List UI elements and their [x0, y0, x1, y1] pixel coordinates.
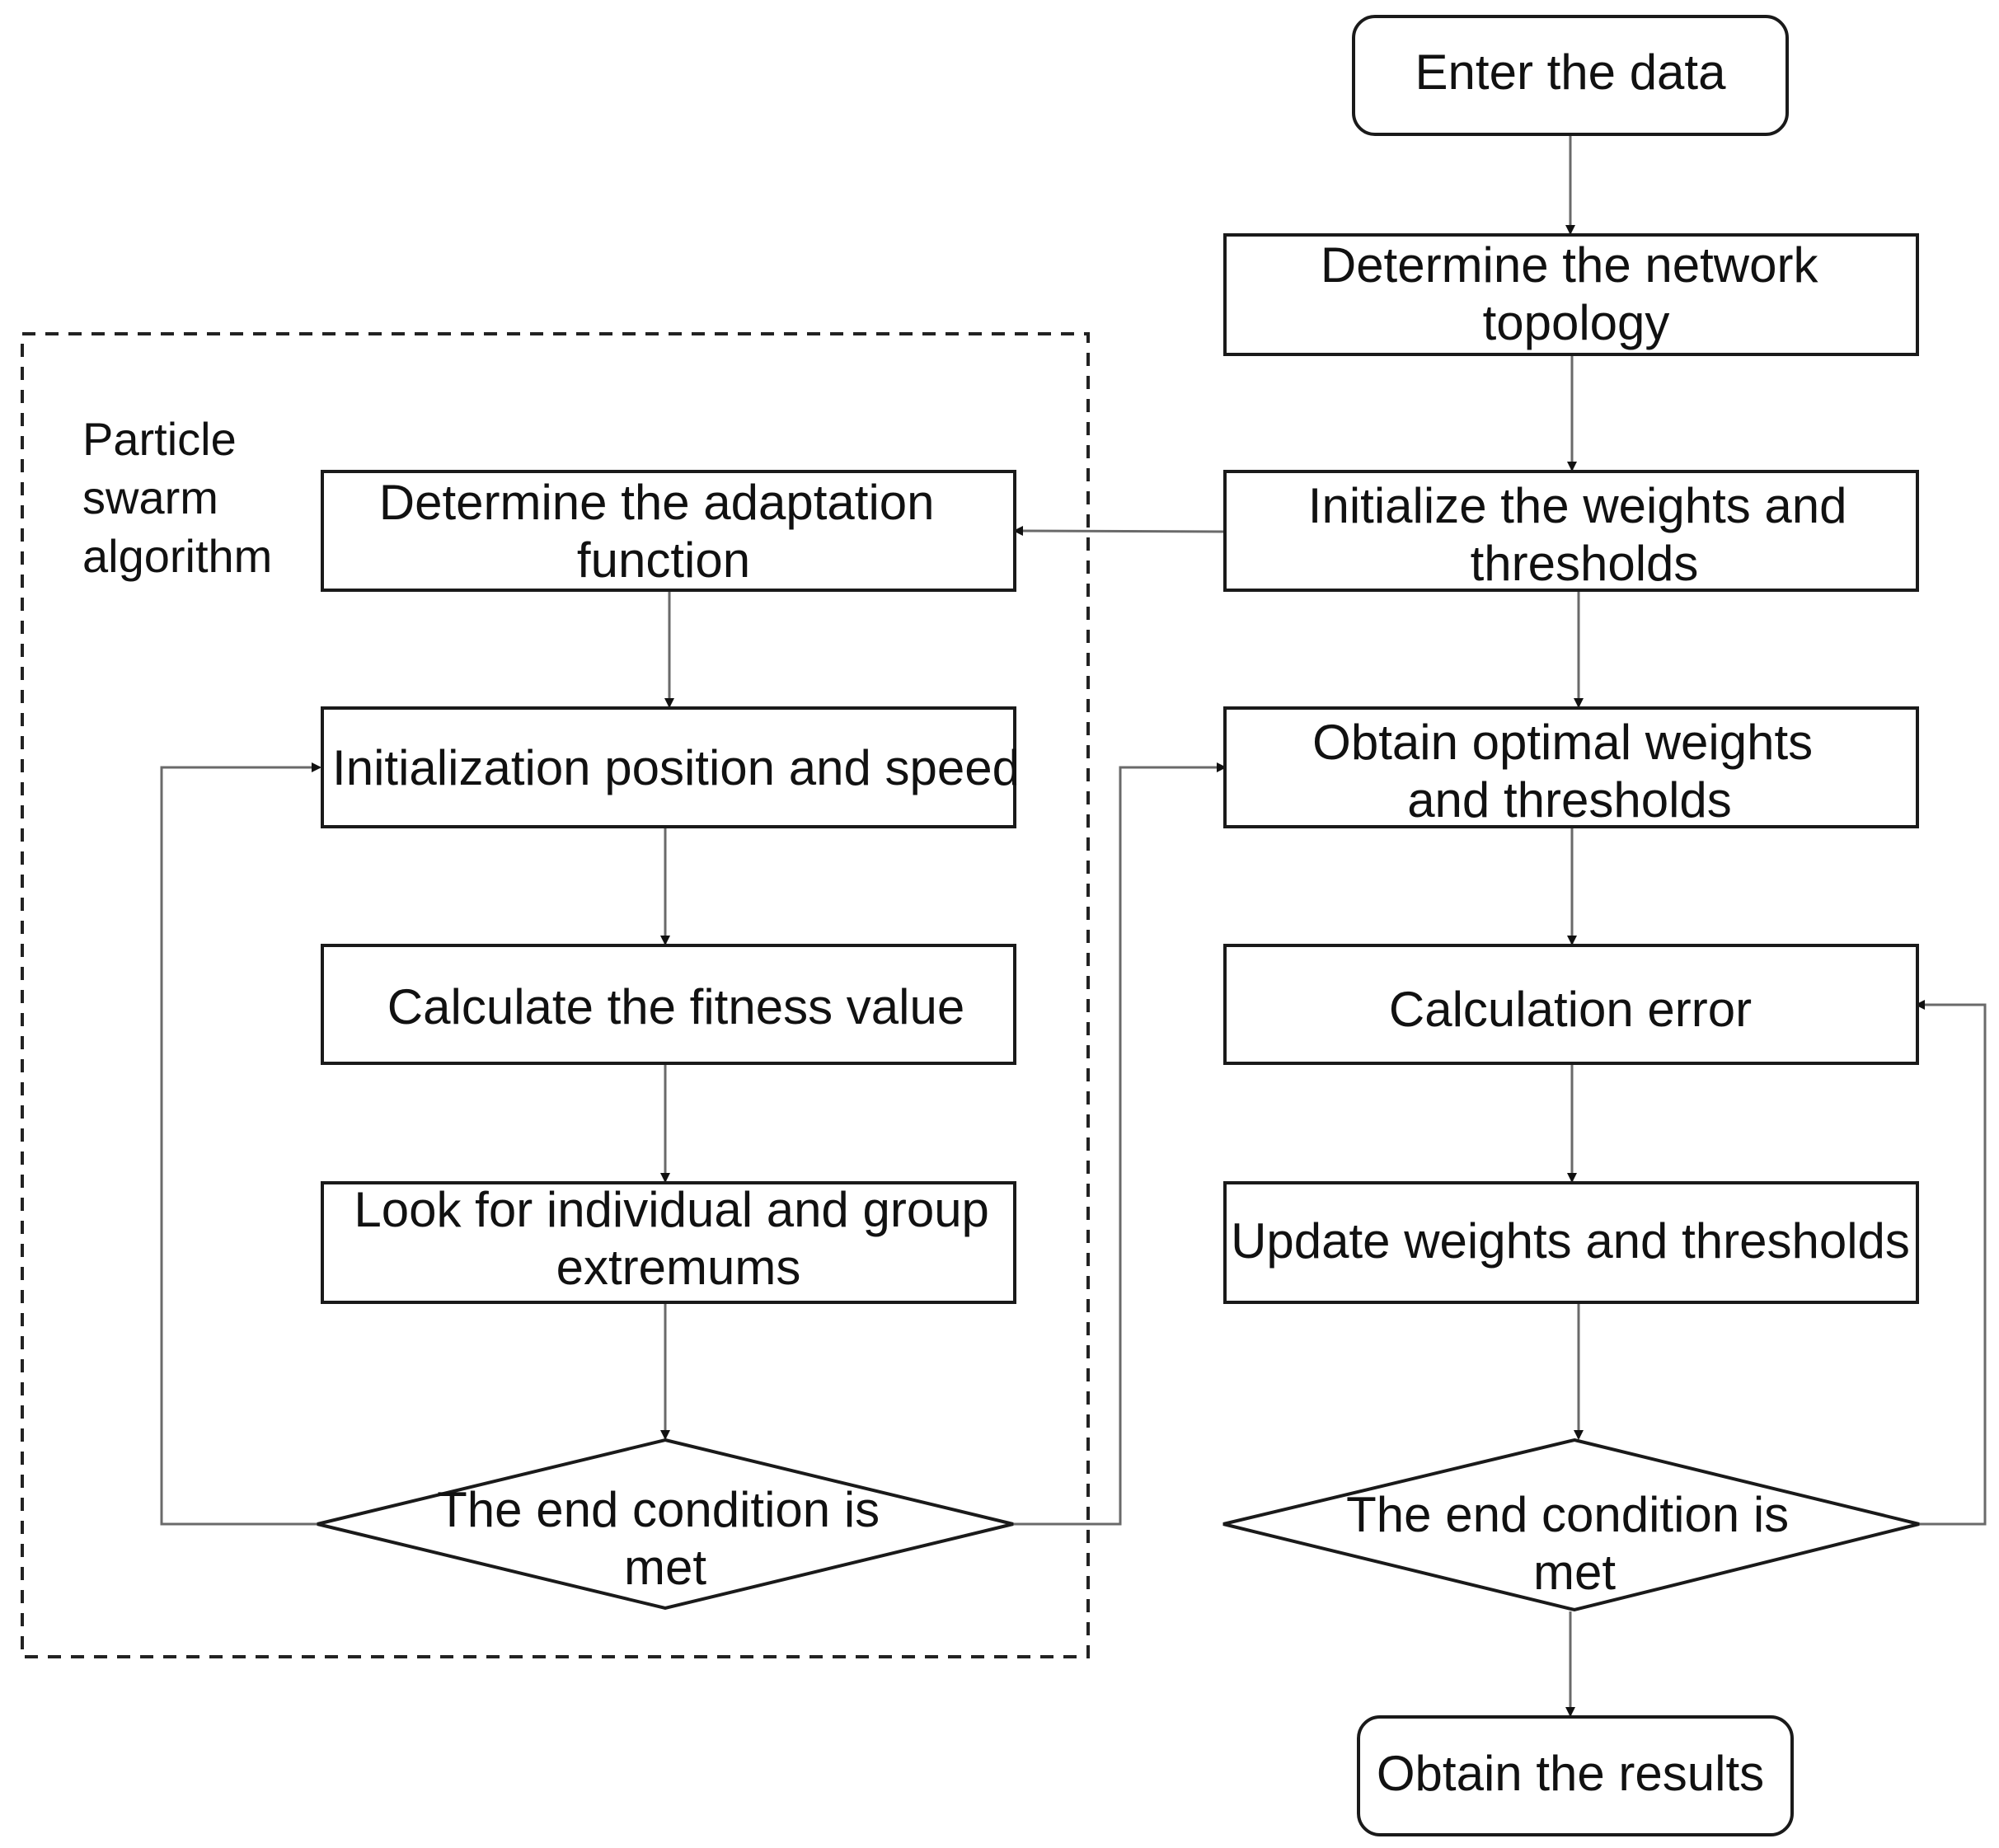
node-enter-data-text: Enter the data	[1415, 45, 1727, 100]
node-update-weights-text: Update weights and thresholds	[1231, 1213, 1910, 1269]
edge-end-left-to-optimal	[1013, 762, 1227, 1526]
node-extremums: Look for individual and group extremums	[321, 1181, 1016, 1304]
node-end-condition-right: The end condition is met	[1222, 1438, 1920, 1612]
particle-swarm-group-frame	[21, 332, 1090, 1658]
node-adaptation-function-text: Determine the adaptation function	[379, 475, 948, 588]
node-init-weights-text: Initialize the weights and thresholds	[1308, 478, 1861, 591]
node-update-weights: Update weights and thresholds	[1223, 1181, 1919, 1304]
node-obtain-results-text: Obtain the results	[1377, 1746, 1764, 1801]
node-adaptation-function: Determine the adaptation function	[321, 470, 1016, 592]
connectors	[160, 134, 1987, 1717]
node-end-condition-left: The end condition is met	[317, 1438, 1014, 1611]
node-end-condition-left-text: The end condition is met	[437, 1482, 894, 1595]
node-init-position-speed-text: Initialization position and speed	[332, 740, 1020, 795]
node-calc-error-text: Calculation error	[1389, 982, 1752, 1037]
edge-end-left-loop-to-init-position	[160, 762, 321, 1526]
node-obtain-optimal-text: Obtain optimal weights and thresholds	[1312, 715, 1827, 828]
node-network-topology: Determine the network topology	[1223, 233, 1919, 356]
node-extremums-text: Look for individual and group extremums	[354, 1182, 1002, 1295]
node-init-position-speed: Initialization position and speed	[321, 706, 1020, 828]
node-init-weights: Initialize the weights and thresholds	[1223, 470, 1919, 592]
node-fitness-value-text: Calculate the fitness value	[387, 979, 964, 1034]
node-calc-error: Calculation error	[1223, 944, 1919, 1065]
edge-end-right-loop-to-calc-error	[1915, 1000, 1987, 1526]
node-network-topology-text: Determine the network topology	[1321, 237, 1832, 350]
node-end-condition-right-text: The end condition is met	[1346, 1487, 1803, 1600]
node-fitness-value: Calculate the fitness value	[321, 944, 1016, 1065]
edge-init-weights-to-adaptation	[1013, 526, 1226, 537]
particle-swarm-group-label: Particle swarm algorithm	[82, 413, 272, 582]
node-enter-data: Enter the data	[1352, 15, 1789, 136]
node-obtain-optimal: Obtain optimal weights and thresholds	[1223, 706, 1919, 828]
node-obtain-results: Obtain the results	[1357, 1715, 1794, 1836]
